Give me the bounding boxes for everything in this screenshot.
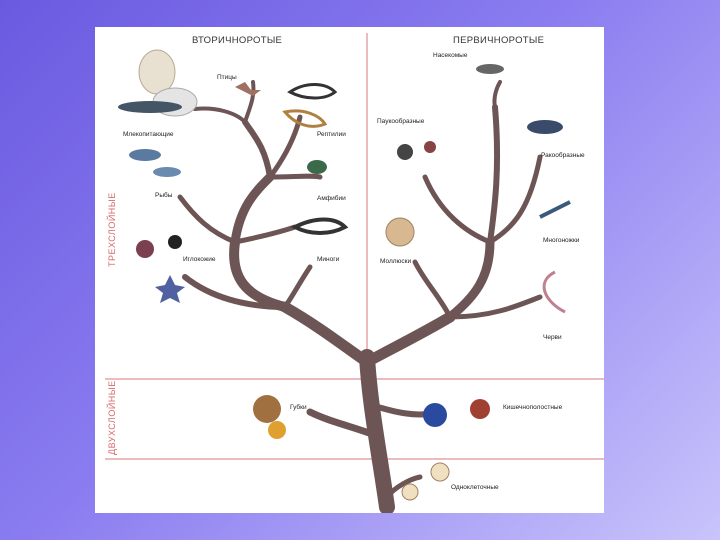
label-worms: Черви — [543, 334, 562, 341]
protostomes-header: ПЕРВИЧНОРОТЫЕ — [453, 35, 545, 46]
label-birds: Птицы — [217, 74, 237, 81]
jellyfish-image — [423, 403, 447, 427]
spider-image-2 — [424, 141, 436, 153]
label-crustaceans: Ракообразные — [541, 152, 585, 159]
label-amphibians: Амфибии — [317, 195, 346, 202]
label-molluscs: Моллюски — [380, 258, 412, 265]
urchin-image — [136, 240, 154, 258]
sponge-image — [253, 395, 281, 423]
label-coelenterates: Кишечнополостные — [503, 404, 563, 411]
spider-image — [397, 144, 413, 160]
dog-image — [138, 49, 176, 95]
tree-of-life-diagram: ВТОРИЧНОРОТЫЕ ПЕРВИЧНОРОТЫЕ ТРЕХСЛОЙНЫЕ … — [95, 27, 604, 513]
label-insects: Насекомые — [433, 52, 468, 59]
label-lancelets: Миноги — [317, 256, 340, 263]
label-mammals: Млекопитающие — [123, 131, 174, 138]
bird-image — [235, 82, 261, 96]
fish-image — [129, 149, 161, 161]
snake-image-2 — [282, 109, 328, 128]
urchin-image-2 — [168, 235, 182, 249]
deuterostomes-header: ВТОРИЧНОРОТЫЕ — [192, 35, 283, 46]
worm-image — [542, 270, 566, 314]
label-unicellular: Одноклеточные — [451, 484, 499, 491]
centipede-image — [539, 200, 571, 219]
label-sponges: Губки — [290, 404, 307, 411]
protozoa-image — [430, 462, 450, 482]
label-arachnids: Паукообразные — [377, 118, 425, 125]
starfish-image — [155, 275, 185, 303]
insect-image — [476, 64, 504, 74]
organism-images — [118, 49, 571, 501]
label-myriapods: Многоножки — [543, 237, 580, 244]
label-fish: Рыбы — [155, 192, 173, 199]
fish-image-2 — [153, 167, 181, 177]
coral-image — [470, 399, 490, 419]
protozoa-image-2 — [401, 483, 419, 501]
diploblastic-label: ДВУХСЛОЙНЫЕ — [107, 380, 117, 455]
sponge-image-2 — [268, 421, 286, 439]
triploblastic-label: ТРЕХСЛОЙНЫЕ — [107, 192, 117, 267]
crustacean-image — [527, 120, 563, 134]
lamprey-image — [290, 217, 349, 235]
tree-drawing — [105, 33, 604, 513]
snail-image — [385, 217, 415, 247]
label-reptiles: Рептилии — [317, 131, 346, 138]
snake-image — [287, 83, 338, 100]
dolphin-image — [118, 101, 182, 113]
label-echinoderms: Иглокожие — [183, 256, 216, 263]
tree-branches — [177, 80, 543, 513]
frog-image — [307, 160, 327, 174]
